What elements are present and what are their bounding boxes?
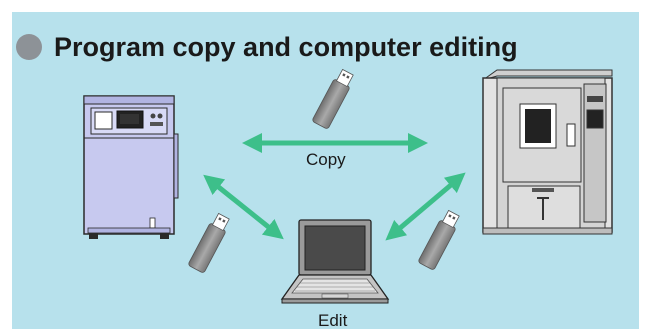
laptop-computer-icon	[280, 219, 390, 304]
right-edit-arrow	[385, 172, 466, 241]
title-bar: Program copy and computer editing	[16, 30, 518, 64]
left-edit-arrow	[203, 174, 284, 240]
copy-label: Copy	[306, 150, 346, 169]
environmental-test-chamber-large-icon	[482, 69, 613, 235]
edit-label: Edit	[318, 311, 348, 330]
environmental-test-chamber-small-icon	[83, 95, 179, 239]
bullet-circle-icon	[16, 34, 42, 60]
page-title: Program copy and computer editing	[54, 31, 518, 62]
